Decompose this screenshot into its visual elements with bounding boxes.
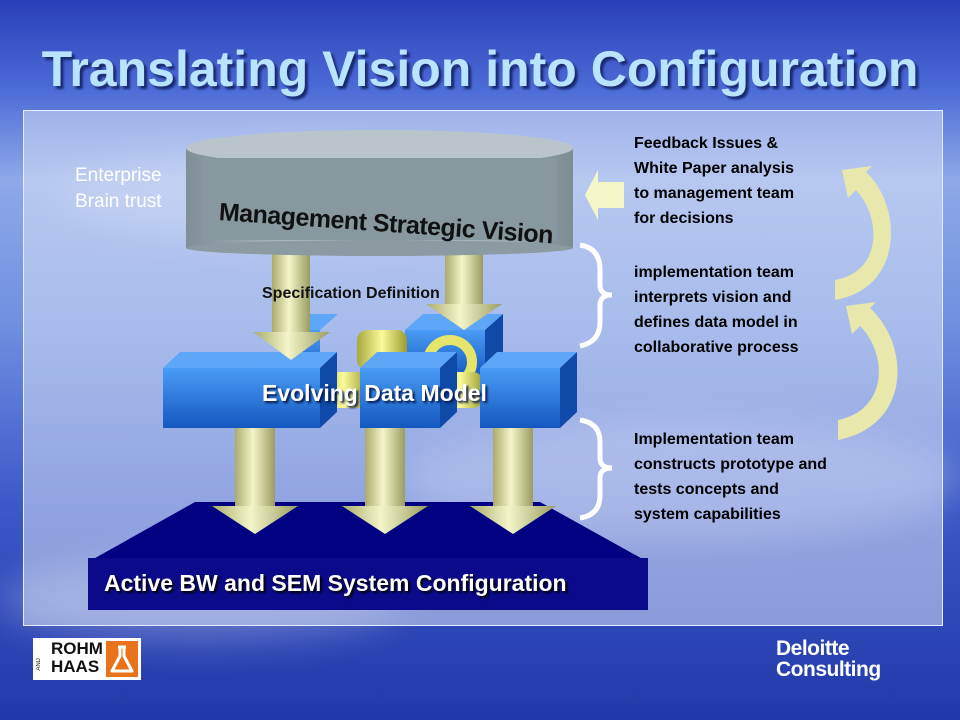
logo-line: ROHM: [51, 639, 103, 658]
note-line: Feedback Issues &: [634, 135, 779, 152]
note-line: implementation team: [634, 264, 795, 281]
note-line: to management team: [634, 185, 795, 202]
logo-and: AND: [36, 658, 42, 671]
note-line: White Paper analysis: [634, 160, 795, 177]
logo-text: ROHM HAAS: [51, 640, 103, 676]
enterprise-line: Enterprise: [75, 165, 162, 186]
down-arrow: [342, 426, 428, 534]
data-model-label: Evolving Data Model: [262, 380, 487, 406]
bracket: [579, 242, 613, 349]
data-model-cube: [360, 352, 457, 428]
slide-title: Translating Vision into Configuration: [41, 41, 919, 97]
feedback-arrow: [585, 170, 624, 220]
construct-note: Implementation team constructs prototype…: [634, 427, 827, 527]
note-line: system capabilities: [634, 506, 781, 523]
down-arrow: [470, 426, 556, 534]
enterprise-line: Brain trust: [75, 191, 162, 212]
enterprise-label: Enterprise Brain trust: [75, 163, 162, 215]
config-label: Active BW and SEM System Configuration: [104, 570, 567, 596]
flask-icon: [106, 641, 138, 677]
logo-line: Deloitte: [776, 637, 850, 660]
logo-line: Consulting: [776, 658, 881, 681]
curved-arrow: [838, 302, 898, 440]
note-line: collaborative process: [634, 339, 799, 356]
feedback-note: Feedback Issues & White Paper analysis t…: [634, 131, 794, 231]
note-line: interprets vision and: [634, 289, 792, 306]
note-line: for decisions: [634, 210, 734, 227]
note-line: Implementation team: [634, 431, 795, 448]
data-model-cube: [240, 352, 337, 428]
bracket: [579, 417, 613, 521]
rohm-haas-logo: ROHM HAAS AND: [33, 638, 141, 680]
deloitte-logo: Deloitte Consulting: [776, 638, 881, 680]
down-arrow: [426, 245, 502, 330]
down-arrow: [253, 245, 330, 360]
data-model-cube: [480, 352, 577, 428]
data-model-cube: [163, 352, 257, 428]
management-drum: [186, 130, 573, 256]
spec-definition-label: Specification Definition: [262, 285, 440, 302]
curved-arrow: [835, 166, 891, 300]
config-base-front: [88, 558, 648, 610]
note-line: defines data model in: [634, 314, 798, 331]
down-arrow: [212, 426, 298, 534]
interpret-note: implementation team interprets vision an…: [634, 260, 799, 360]
note-line: tests concepts and: [634, 481, 779, 498]
logo-line: HAAS: [51, 657, 100, 676]
note-line: constructs prototype and: [634, 456, 827, 473]
